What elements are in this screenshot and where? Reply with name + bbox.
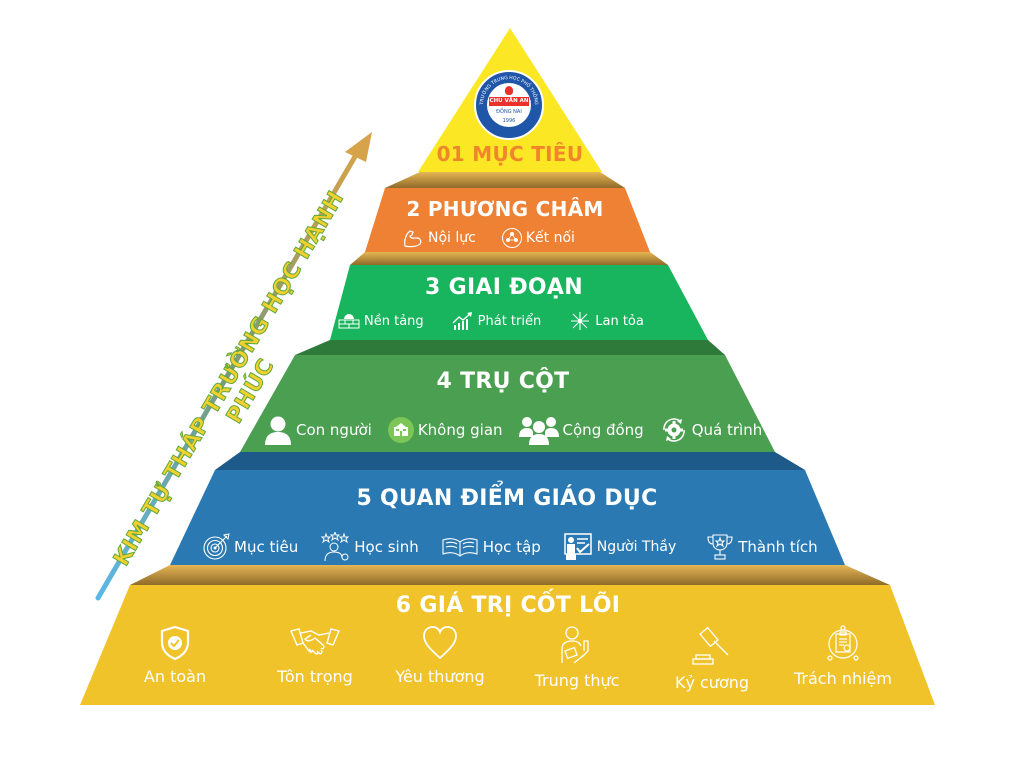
tier-6-title: 6 GIÁ TRỊ CỐT LÕI: [395, 593, 621, 618]
item-hoc-sinh: Học sinh: [320, 532, 419, 562]
growth-chart-icon: [452, 312, 474, 330]
shield-check-icon: [160, 625, 190, 661]
target-icon: [202, 533, 230, 561]
item-muc-tieu: Mục tiêu: [202, 533, 298, 561]
item-label: Nền tảng: [364, 313, 424, 329]
school-building-icon: [387, 417, 414, 443]
tier-4-shape: [240, 355, 775, 452]
person-icon: [264, 415, 292, 445]
growth-arrow-head: [345, 132, 372, 162]
tier-3-title: 3 GIAI ĐOẠN: [425, 275, 583, 300]
tier-4-pillars: 4 TRỤ CỘT Con người Không gian Cộng đồng…: [0, 355, 1024, 452]
item-label: Không gian: [417, 421, 503, 439]
item-label: Quá trình: [691, 421, 763, 439]
value-label: Yêu thương: [395, 667, 485, 686]
tier-6-shape: [80, 585, 935, 705]
tier-5-title: 5 QUAN ĐIỂM GIÁO DỤC: [356, 486, 658, 511]
tier-3-stages: 3 GIAI ĐOẠN Nền tảng Phát triển Lan tỏa: [0, 265, 1024, 340]
muscle-arm-icon: [402, 228, 424, 248]
item-nguoi-thay: Người Thầy: [563, 533, 676, 561]
value-an-toan: An toàn: [130, 625, 220, 686]
item-ket-noi: Kết nối: [501, 228, 575, 248]
student-icon: [320, 532, 350, 562]
item-label: Kết nối: [525, 230, 575, 246]
item-label: Con người: [296, 421, 372, 439]
item-label: Học sinh: [354, 538, 419, 556]
tier-3-shape: [330, 265, 708, 340]
item-lan-toa: Lan tỏa: [569, 311, 644, 331]
bevel-2: [350, 252, 668, 265]
bevel-3: [295, 340, 725, 355]
heart-icon: [422, 625, 458, 661]
item-label: Người Thầy: [596, 539, 677, 555]
bevel-1: [385, 172, 625, 188]
value-label: Kỷ cương: [674, 673, 750, 692]
tier-5-perspectives: 5 QUAN ĐIỂM GIÁO DỤC Mục tiêu Học sinh H…: [0, 470, 1024, 565]
item-label: Cộng đồng: [562, 421, 644, 439]
honest-person-icon: [560, 625, 594, 665]
gavel-icon: [692, 625, 732, 667]
value-trung-thuc: Trung thực: [522, 625, 632, 690]
value-ky-cuong: Kỷ cương: [667, 625, 757, 692]
item-con-nguoi: Con người: [264, 415, 372, 445]
tier-2-title: 2 PHƯƠNG CHÂM: [406, 197, 604, 221]
logo-location: ĐỒNG NAI: [496, 109, 522, 115]
value-label: Trách nhiệm: [794, 669, 892, 688]
item-label: Mục tiêu: [234, 538, 299, 556]
item-label: Học tập: [482, 538, 541, 556]
item-thanh-tich: Thành tích: [706, 533, 818, 561]
value-label: Trung thực: [534, 671, 620, 690]
logo-banner: CHU VĂN AN: [489, 97, 529, 106]
item-label: Phát triển: [477, 313, 542, 329]
value-ton-trong: Tôn trọng: [265, 625, 365, 686]
item-nen-tang: Nền tảng: [338, 313, 424, 329]
handshake-icon: [289, 625, 341, 661]
logo-flame-icon: [505, 86, 513, 95]
item-phat-trien: Phát triển: [452, 312, 542, 330]
bevel-5: [130, 565, 890, 585]
item-qua-trinh: Quá trình: [660, 416, 763, 444]
tier-1-title: 01 MỤC TIÊU: [436, 142, 584, 166]
tier-4-title: 4 TRỤ CỘT: [436, 369, 570, 394]
trophy-icon: [706, 533, 734, 561]
value-yeu-thuong: Yêu thương: [385, 625, 495, 686]
item-label: Lan tỏa: [595, 313, 644, 329]
tier-1-goal: TRƯỜNG TRUNG HỌC PHỔ THÔNG CHU VĂN AN ĐỒ…: [0, 0, 1024, 190]
foundation-wall-icon: [338, 313, 360, 329]
clipboard-responsibility-icon: [826, 625, 860, 663]
process-gear-icon: [660, 416, 688, 444]
item-noi-luc: Nội lực: [402, 228, 476, 248]
logo-year: 1996: [502, 118, 516, 124]
growth-arrow-line: [95, 145, 363, 601]
tier-6-core-values: 6 GIÁ TRỊ CỐT LÕI An toàn Tôn trọng Yêu …: [0, 585, 1024, 705]
open-book-icon: [441, 536, 479, 558]
tier-2-principles: 2 PHƯƠNG CHÂM Nội lực Kết nối: [0, 188, 1024, 252]
school-logo: TRƯỜNG TRUNG HỌC PHỔ THÔNG CHU VĂN AN ĐỒ…: [474, 70, 544, 140]
value-trach-nhiem: Trách nhiệm: [783, 625, 903, 688]
community-group-icon: [518, 415, 559, 445]
value-label: Tôn trọng: [277, 667, 353, 686]
tier-2-shape: [365, 188, 650, 252]
teacher-board-icon: [563, 533, 593, 561]
value-label: An toàn: [143, 667, 207, 686]
bevel-4: [215, 452, 805, 470]
item-hoc-tap: Học tập: [441, 536, 541, 558]
item-label: Thành tích: [738, 538, 818, 556]
network-connect-icon: [501, 228, 522, 248]
tier-5-shape: [170, 470, 845, 565]
spread-burst-icon: [569, 311, 591, 331]
item-label: Nội lực: [428, 230, 476, 246]
item-khong-gian: Không gian: [387, 417, 503, 443]
item-cong-dong: Cộng đồng: [518, 415, 644, 445]
